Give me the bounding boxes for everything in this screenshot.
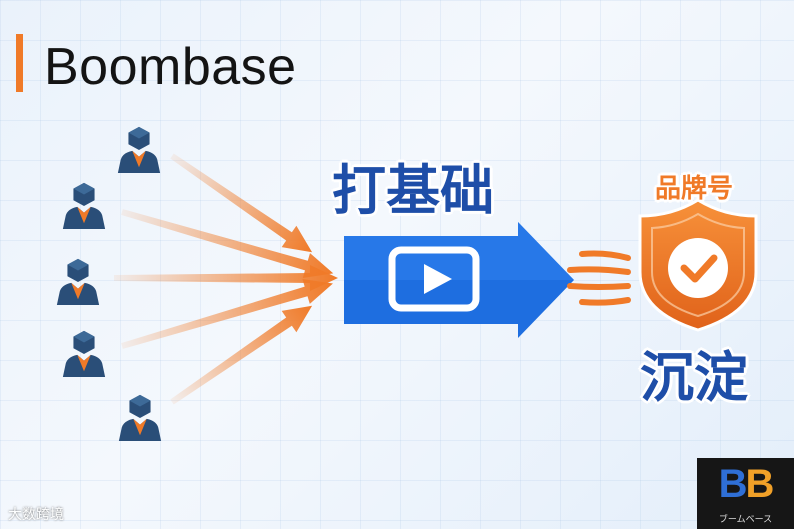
page-title: Boombase	[44, 38, 297, 96]
logo-mark-right: B	[745, 462, 775, 506]
foundation-label: 打基础	[332, 159, 494, 222]
brand-account-label: 品牌号	[655, 174, 734, 204]
brand-logo: BB ブームベース	[697, 458, 794, 529]
play-icon	[388, 246, 480, 312]
arrow-icon-4	[121, 279, 333, 349]
video-arrow	[344, 222, 574, 338]
arrow-icon-1	[170, 153, 313, 253]
logo-mark: BB	[697, 462, 794, 507]
arrow-icon-2	[121, 209, 334, 279]
person-icon-4	[62, 330, 106, 377]
arrow-icon-5	[170, 305, 313, 405]
logo-mark-left: B	[718, 462, 748, 506]
speed-lines-icon	[567, 250, 631, 306]
settle-label: 沉淀	[640, 346, 748, 409]
watermark-text: 大数跨境	[8, 507, 64, 523]
person-icon-2	[62, 182, 106, 229]
person-icon-3	[56, 258, 100, 305]
person-icon-1	[117, 126, 161, 173]
title-accent-bar	[16, 34, 23, 92]
person-icon-5	[118, 394, 162, 441]
shield-check-icon	[638, 198, 758, 332]
converging-arrows	[114, 153, 338, 405]
arrow-icon-3	[114, 265, 338, 291]
logo-subtitle: ブームベース	[718, 515, 773, 525]
